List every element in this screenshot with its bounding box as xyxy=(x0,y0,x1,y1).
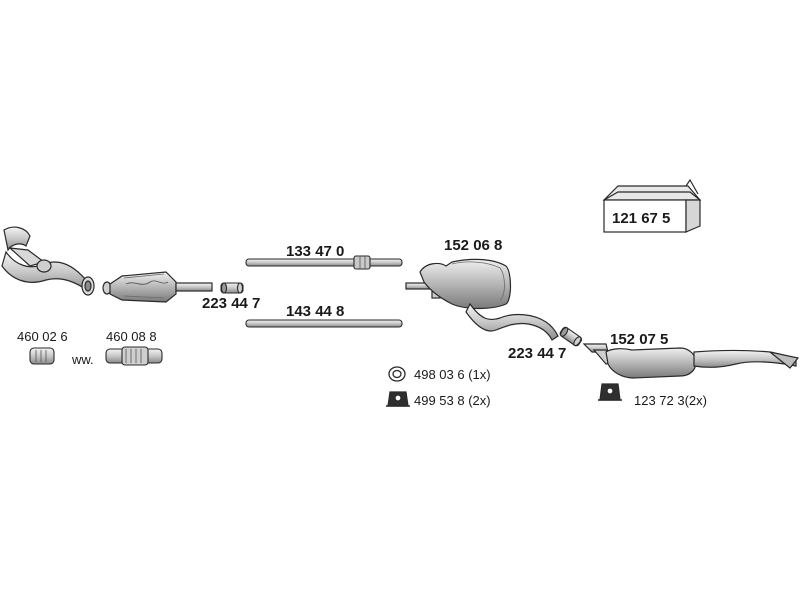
catalytic-converter xyxy=(102,271,213,303)
label-ww: ww. xyxy=(72,352,94,367)
label-152068: 152 06 8 xyxy=(444,237,503,254)
rubber-ring xyxy=(388,366,406,382)
label-143448: 143 44 8 xyxy=(286,303,345,320)
label-123723: 123 72 3(2x) xyxy=(634,393,707,408)
label-133470: 133 47 0 xyxy=(286,243,345,260)
label-499538: 499 53 8 (2x) xyxy=(414,393,491,408)
pipe-143448 xyxy=(245,319,403,328)
flex-pipe-460088 xyxy=(105,346,163,366)
flex-pipe-460026 xyxy=(29,347,55,365)
label-223447-right: 223 44 7 xyxy=(508,345,567,362)
clamp-right xyxy=(559,326,583,347)
rubber-mount-123723 xyxy=(598,383,622,401)
label-223447-left: 223 44 7 xyxy=(202,295,261,312)
repair-kit-box xyxy=(602,178,702,233)
label-460026: 460 02 6 xyxy=(17,329,68,344)
rubber-mount-499538 xyxy=(386,391,410,407)
front-pipe xyxy=(1,226,95,296)
pipe-133470 xyxy=(245,255,403,270)
middle-silencer xyxy=(405,258,559,341)
label-152075: 152 07 5 xyxy=(610,331,669,348)
label-121675: 121 67 5 xyxy=(612,210,671,227)
label-498036: 498 03 6 (1x) xyxy=(414,367,491,382)
rear-silencer xyxy=(582,343,800,379)
clamp-left xyxy=(220,282,244,294)
label-460088: 460 08 8 xyxy=(106,329,157,344)
